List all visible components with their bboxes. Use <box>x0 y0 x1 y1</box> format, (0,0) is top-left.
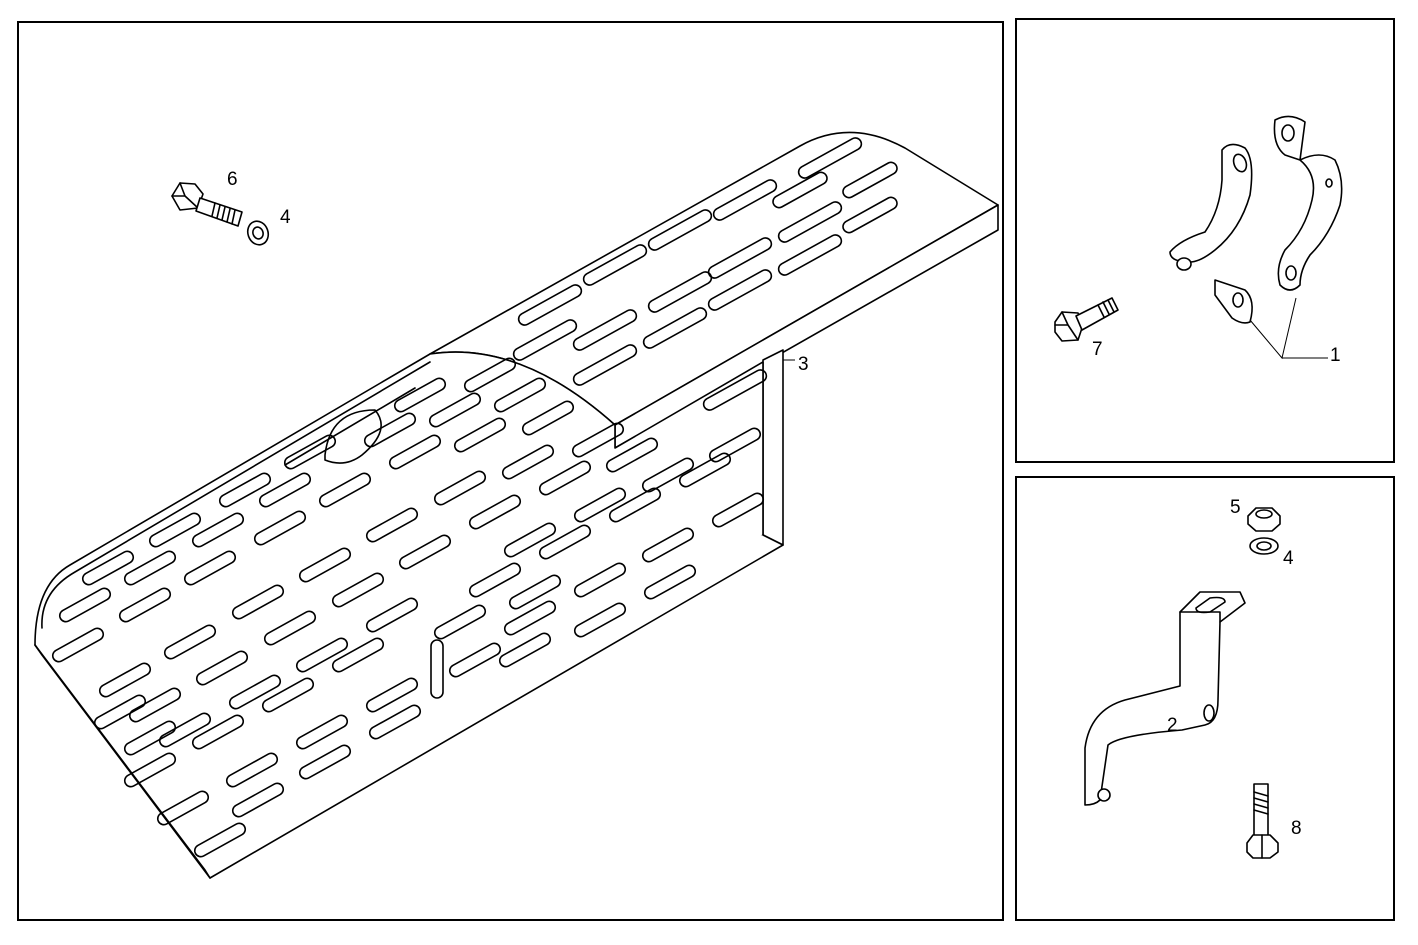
bolt-6 <box>171 182 243 227</box>
clamp-half-right <box>1273 115 1343 291</box>
step-plate <box>34 131 999 879</box>
callout-6: 6 <box>227 169 238 190</box>
washer-4-main <box>246 220 270 246</box>
bolt-8 <box>1246 783 1279 859</box>
callout-8: 8 <box>1291 818 1302 839</box>
bolt-7 <box>1054 297 1119 342</box>
nut-5 <box>1247 507 1281 532</box>
clamp-half-left <box>1169 143 1253 324</box>
callout-7: 7 <box>1092 339 1103 360</box>
callout-4-bracket: 4 <box>1283 548 1294 569</box>
callout-5: 5 <box>1230 497 1241 518</box>
callout-1-leader <box>1249 297 1328 360</box>
bracket-2 <box>1084 591 1246 806</box>
callout-2: 2 <box>1167 715 1178 736</box>
washer-4-bracket <box>1249 537 1279 555</box>
callout-1: 1 <box>1330 345 1341 366</box>
callout-3: 3 <box>798 354 809 375</box>
callout-4-main: 4 <box>280 207 291 228</box>
